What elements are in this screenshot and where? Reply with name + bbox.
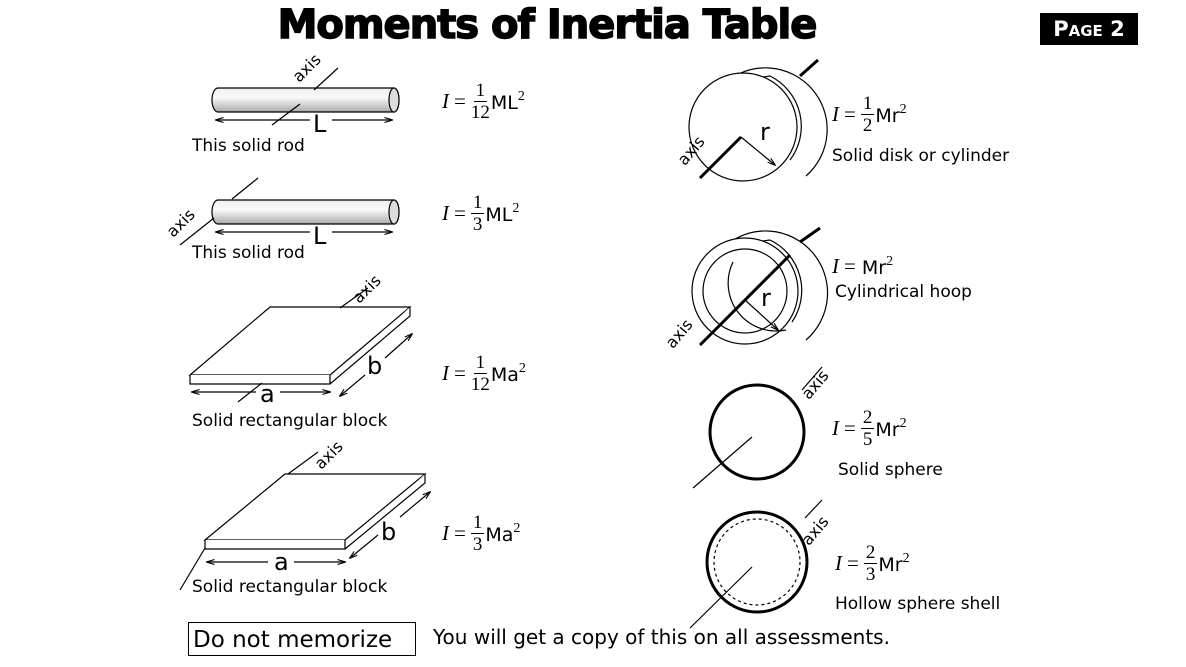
formula-expression: ML2 <box>485 201 519 226</box>
shape-label: Cylindrical hoop <box>835 282 972 302</box>
exponent: 2 <box>513 521 521 536</box>
numerator: 1 <box>470 192 485 214</box>
expression-base: ML <box>485 204 513 226</box>
exponent: 2 <box>517 89 525 104</box>
dimension-r: r <box>761 284 771 312</box>
expression-base: Mr <box>875 105 900 127</box>
disk-diagram <box>688 58 828 182</box>
expression-base: Mr <box>875 419 900 441</box>
dimension-r: r <box>760 118 770 146</box>
dimension-b: b <box>367 352 383 380</box>
denominator: 3 <box>472 214 483 235</box>
formula-equals: = <box>454 521 466 545</box>
numerator: 1 <box>473 352 488 374</box>
expression-base: Ma <box>490 364 519 386</box>
denominator: 5 <box>862 429 873 450</box>
numerator: 2 <box>863 542 878 564</box>
rod-end-diagram <box>179 177 400 246</box>
expression-base: ML <box>490 92 518 114</box>
formula-expression: Mr2 <box>878 551 909 576</box>
formula-symbol: I <box>832 102 839 126</box>
formula-equals: = <box>844 416 856 440</box>
expression-base: Mr <box>878 554 903 576</box>
shape-label: This solid rod <box>192 243 305 263</box>
dimension-b: b <box>381 518 397 546</box>
do-not-memorize-box: Do not memorize <box>188 622 416 656</box>
denominator: 12 <box>470 102 490 123</box>
expression-base: Mr <box>861 257 887 279</box>
numerator: 1 <box>860 93 875 115</box>
exponent: 2 <box>899 416 907 431</box>
rod-center-diagram <box>211 67 400 126</box>
formula-equals: = <box>844 254 856 278</box>
solid-sphere-diagram <box>692 366 823 489</box>
formula-symbol: I <box>442 361 449 385</box>
formula-equals: = <box>454 361 466 385</box>
shape-label: Solid disk or cylinder <box>832 146 1010 166</box>
formula-symbol: I <box>442 201 449 225</box>
numerator: 2 <box>860 407 875 429</box>
expression-base: Ma <box>485 524 514 546</box>
assessment-note: You will get a copy of this on all asses… <box>433 625 890 649</box>
exponent: 2 <box>902 551 910 566</box>
formula-symbol: I <box>442 521 449 545</box>
formula-equals: = <box>454 89 466 113</box>
formula-equals: = <box>454 201 466 225</box>
formula-symbol: I <box>832 254 839 278</box>
numerator: 1 <box>473 80 488 102</box>
shape-label: This solid rod <box>192 136 305 156</box>
hollow-sphere-diagram <box>689 499 823 629</box>
numerator: 1 <box>470 512 485 534</box>
exponent: 2 <box>512 201 520 216</box>
formula-equals: = <box>847 551 859 575</box>
hoop-diagram <box>691 226 829 347</box>
shape-label: Solid rectangular block <box>192 577 388 597</box>
dimension-L: L <box>313 110 327 138</box>
formula-expression: ML2 <box>491 89 525 114</box>
denominator: 2 <box>862 115 873 136</box>
dimension-a: a <box>274 548 289 576</box>
dimension-a: a <box>260 380 275 408</box>
page-title: Moments of Inertia Table <box>277 1 818 49</box>
exponent: 2 <box>518 361 526 376</box>
block-edge-diagram <box>179 451 430 591</box>
formula-symbol: I <box>832 416 839 440</box>
page-badge: Page 2 <box>1040 13 1138 45</box>
exponent: 2 <box>899 102 907 117</box>
shape-label: Hollow sphere shell <box>835 594 1001 614</box>
formula-expression: Ma2 <box>491 361 526 386</box>
formula-expression: Mr2 <box>875 102 906 127</box>
exponent: 2 <box>886 254 894 269</box>
denominator: 3 <box>865 564 876 585</box>
shape-label: Solid sphere <box>838 460 943 480</box>
formula-expression: Mr2 <box>875 416 906 441</box>
formula-symbol: I <box>835 551 842 575</box>
shape-label: Solid rectangular block <box>192 411 388 431</box>
denominator: 12 <box>470 374 490 395</box>
formula: I= Mr2 <box>832 254 893 279</box>
dimension-L: L <box>313 222 327 250</box>
denominator: 3 <box>472 534 483 555</box>
formula-symbol: I <box>442 89 449 113</box>
block-center-diagram <box>188 287 412 403</box>
formula-expression: Mr2 <box>862 254 893 279</box>
formula-expression: Ma2 <box>485 521 520 546</box>
formula-equals: = <box>844 102 856 126</box>
